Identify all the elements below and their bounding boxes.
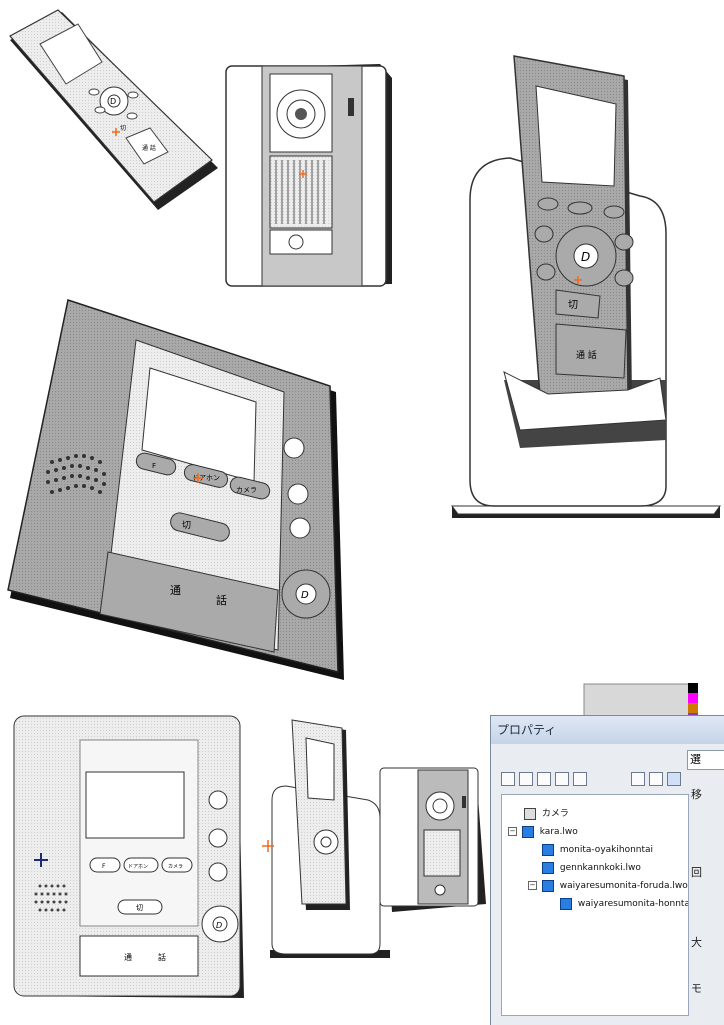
- collapse-toggle-icon[interactable]: −: [528, 881, 537, 890]
- handset-small-nav-label: D: [110, 97, 116, 106]
- paste-icon[interactable]: [555, 772, 569, 786]
- monitor-main: F ドアホン カメラ 切 通 話 D: [7, 299, 344, 680]
- object-cube-icon: [541, 879, 554, 892]
- collapse-toggle-icon[interactable]: −: [508, 827, 517, 836]
- properties-toolbar: [501, 768, 691, 790]
- delete-icon[interactable]: [573, 772, 587, 786]
- monitor-main-f-label: F: [152, 462, 156, 470]
- handset-large: D 切 通 話: [451, 55, 721, 518]
- tree-node-waiyaresumonita-honnta[interactable]: waiyaresumonita-honnta: [560, 897, 689, 911]
- monitor-small-f-label: F: [102, 863, 106, 870]
- tree-node-waiyaresumonita-foruda[interactable]: − waiyaresumonita-foruda.lwo: [528, 879, 688, 893]
- tree-node-label: gennkannkoki.lwo: [559, 863, 641, 873]
- tree-node-kara[interactable]: − kara.lwo: [508, 825, 578, 839]
- tree-node-gennkannkoki[interactable]: gennkannkoki.lwo: [542, 861, 641, 875]
- tree-node-label: waiyaresumonita-honnta: [577, 899, 689, 909]
- object-cube-icon: [560, 897, 572, 910]
- object-cube-icon: [542, 861, 554, 874]
- dot-icon[interactable]: [631, 772, 645, 786]
- side-label-move: 移: [691, 788, 702, 801]
- monitor-small-nav-label: D: [216, 921, 222, 930]
- object-cube-icon: [521, 825, 534, 838]
- side-label-mode: モ: [691, 982, 702, 995]
- monitor-main-camera-label: カメラ: [236, 486, 257, 494]
- tree-node-label: waiyaresumonita-foruda.lwo: [559, 881, 688, 891]
- handset-small-off-label: 切: [120, 125, 126, 132]
- monitor-small-off-label: 切: [136, 904, 143, 912]
- open-folder-icon[interactable]: [501, 772, 515, 786]
- door-station: [225, 64, 392, 287]
- monitor-main-nav-label: D: [301, 590, 309, 601]
- save-icon[interactable]: [519, 772, 533, 786]
- monitor-small-door-label: ドアホン: [128, 864, 148, 870]
- door-station-small: [379, 767, 486, 912]
- tree-node-camera[interactable]: カメラ: [524, 807, 569, 821]
- monitor-small-camera-label: カメラ: [168, 864, 183, 870]
- object-cube-icon: [542, 843, 554, 856]
- monitor-small: F ドアホン カメラ 切 通 話 D: [13, 715, 244, 998]
- properties-panel: プロパティ 選 カメラ − kara.lwo monita-oyakihonnt…: [490, 715, 724, 1025]
- grid-icon[interactable]: [667, 772, 681, 786]
- tree-node-monita-oyakihonntai[interactable]: monita-oyakihonntai: [542, 843, 653, 857]
- properties-selector[interactable]: 選: [687, 750, 724, 770]
- monitor-main-off-label: 切: [182, 520, 191, 531]
- monitor-main-talk-left: 通: [170, 584, 181, 597]
- monitor-small-talk-right: 話: [158, 952, 166, 962]
- monitor-small-talk-left: 通: [124, 952, 132, 962]
- monitor-main-talk-right: 話: [216, 593, 227, 607]
- tree-node-label: monita-oyakihonntai: [559, 845, 654, 855]
- properties-panel-title: プロパティ: [491, 716, 724, 744]
- copy-icon[interactable]: [537, 772, 551, 786]
- tree-node-label: カメラ: [541, 809, 569, 819]
- handset-small: D 切 通 話: [9, 9, 218, 210]
- handset-large-nav-label: D: [581, 250, 590, 264]
- side-label-rotate: 回: [691, 866, 702, 879]
- side-label-size: 大: [691, 936, 702, 949]
- handset-small-talk-label: 通 話: [142, 144, 156, 152]
- handset-large-off-label: 切: [568, 299, 578, 311]
- tree-node-label: kara.lwo: [539, 827, 578, 837]
- page-icon[interactable]: [649, 772, 663, 786]
- scene-tree: カメラ − kara.lwo monita-oyakihonntai gennk…: [501, 794, 689, 1016]
- handset-cradle-small: [262, 719, 390, 958]
- camera-icon: [524, 807, 536, 820]
- handset-large-talk-label: 通 話: [576, 349, 597, 361]
- monitor-main-door-label: ドアホン: [192, 474, 220, 482]
